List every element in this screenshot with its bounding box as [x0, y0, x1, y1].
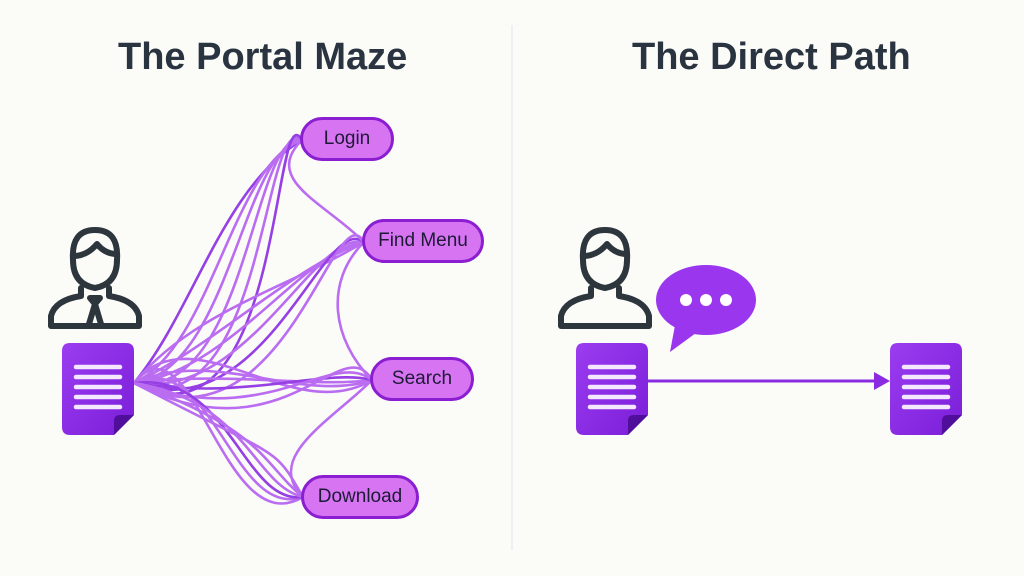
maze-curve: [287, 138, 366, 244]
direct-arrow: [648, 372, 890, 390]
left-panel-title: The Portal Maze: [118, 36, 408, 78]
maze-curve: [132, 381, 305, 499]
source-document-icon-direct: [576, 343, 648, 435]
person-icon: [561, 230, 649, 326]
step-search: Search: [370, 357, 474, 401]
maze-curve: [132, 366, 374, 410]
business-person-icon: [51, 230, 139, 326]
maze-connections: [132, 133, 374, 505]
chat-bubble-icon: [656, 265, 756, 352]
maze-curve: [132, 381, 305, 499]
step-download: Download: [301, 475, 419, 519]
step-find-menu: Find Menu: [362, 219, 484, 263]
maze-curve: [336, 240, 374, 382]
source-document-icon: [62, 343, 134, 435]
target-document-icon: [890, 343, 962, 435]
maze-curve: [132, 376, 305, 501]
panel-divider: [511, 25, 513, 550]
maze-curve: [289, 378, 374, 499]
maze-curve: [132, 367, 305, 505]
maze-curve: [132, 369, 374, 388]
right-panel-title: The Direct Path: [632, 36, 911, 78]
step-login: Login: [300, 117, 394, 161]
maze-curve: [132, 381, 305, 499]
maze-curve: [132, 357, 374, 394]
